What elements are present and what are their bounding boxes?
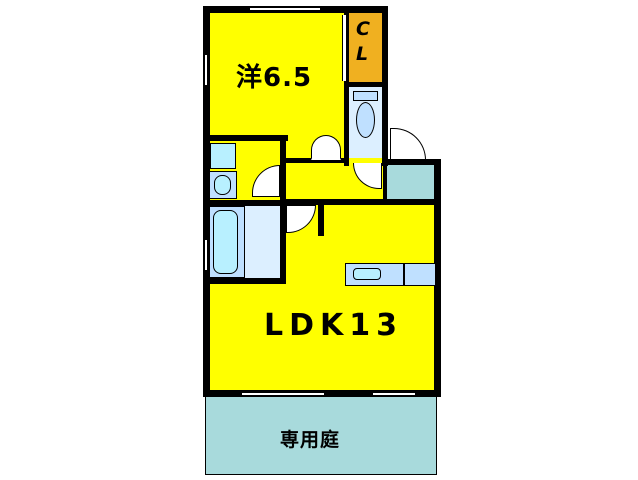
- window-top: [250, 7, 320, 11]
- closet: [349, 10, 382, 84]
- wall-room-bottom: [203, 135, 288, 141]
- wall-entrance-left: [383, 159, 387, 203]
- window-left-bath: [204, 240, 208, 270]
- kitchen-sink: [353, 268, 381, 280]
- closet-door[interactable]: [342, 15, 347, 81]
- window-ldk-left: [242, 392, 324, 396]
- window-ldk-right: [373, 392, 415, 396]
- private-garden-label: 専用庭: [280, 429, 341, 451]
- wash-basin-bowl: [214, 175, 231, 195]
- closet-label-c: C: [356, 18, 370, 40]
- wall-closet-bottom: [344, 82, 386, 87]
- wall-right-lower: [434, 159, 441, 396]
- western-room-label: 洋6.5: [236, 63, 313, 93]
- bathtub-basin: [213, 210, 238, 274]
- toilet-bowl: [356, 102, 375, 138]
- wall-wash-right: [280, 135, 286, 283]
- kitchen-counter-divider: [403, 263, 405, 286]
- wall-entrance-top: [383, 159, 440, 165]
- window-left-room: [204, 55, 208, 85]
- wall-wash-bath: [203, 200, 286, 206]
- wall-room-bottom-right: [283, 158, 347, 163]
- wall-bath-bottom: [203, 278, 286, 284]
- closet-label-l: L: [356, 43, 369, 65]
- entrance: [386, 164, 436, 200]
- private-garden: [205, 395, 437, 475]
- wall-ldk-stub: [318, 200, 324, 236]
- washing-machine: [210, 143, 236, 169]
- toilet-tank: [353, 91, 378, 101]
- ldk-label: LDK13: [264, 308, 404, 343]
- door-western-room[interactable]: [311, 135, 341, 160]
- wall-hall-ldk: [283, 199, 438, 205]
- door-entrance[interactable]: [390, 128, 426, 160]
